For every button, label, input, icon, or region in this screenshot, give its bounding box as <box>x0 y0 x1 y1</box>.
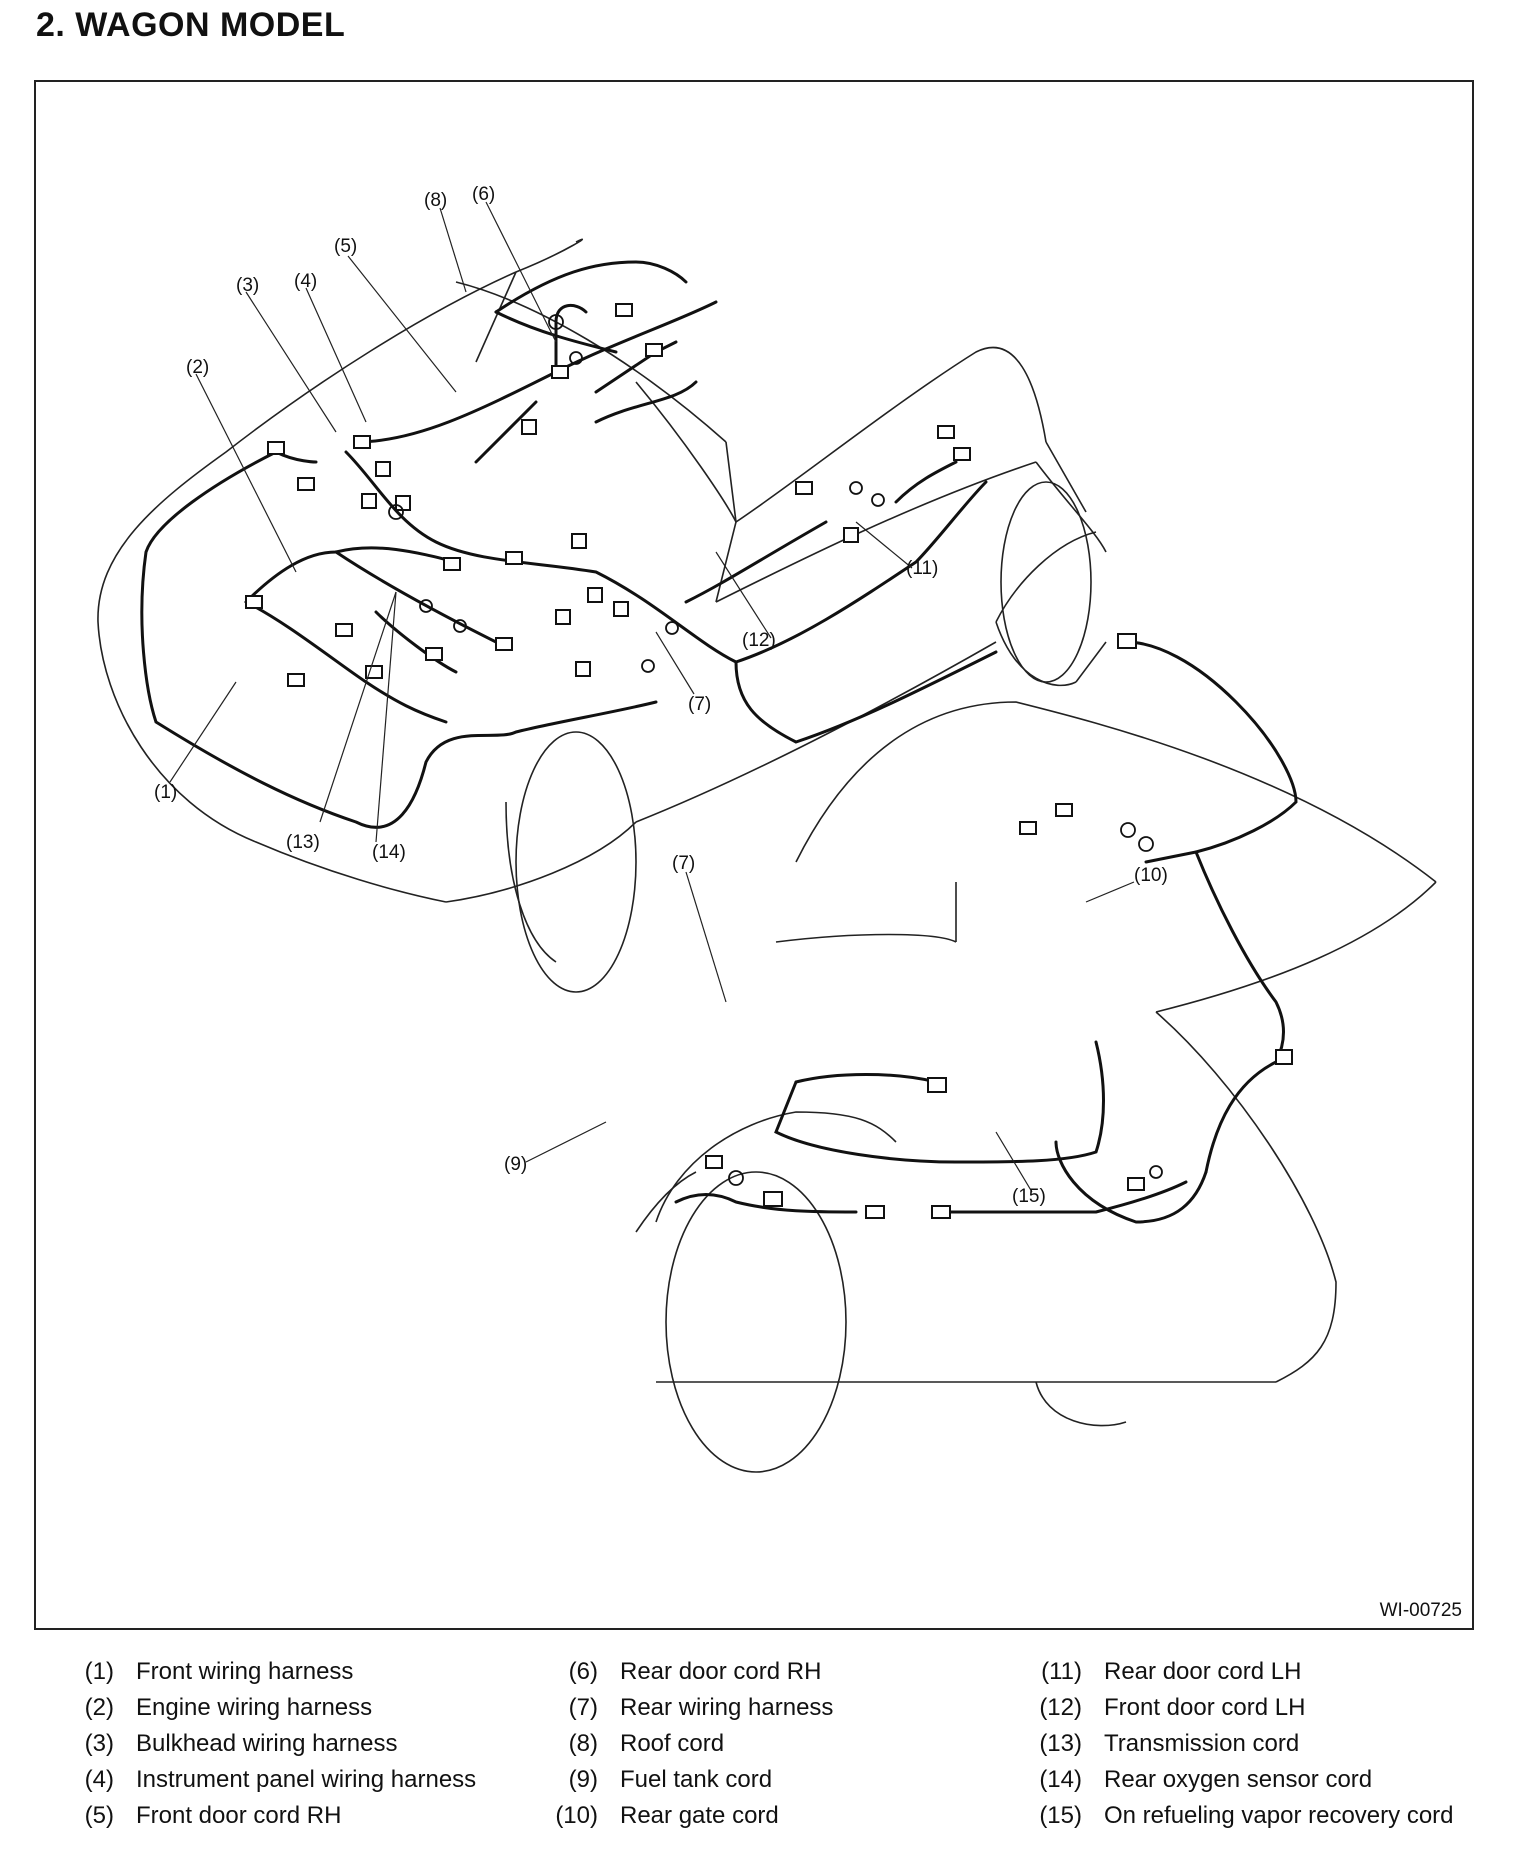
callout-13: (13) <box>286 832 320 853</box>
grommet-loops <box>388 314 1163 1186</box>
legend-item: (10)Rear gate cord <box>555 1802 779 1829</box>
callout-15: (15) <box>1012 1186 1046 1207</box>
callout-6: (6) <box>472 184 496 205</box>
legend: (1)Front wiring harness (2)Engine wiring… <box>56 1658 1476 1848</box>
legend-item: (13)Transmission cord <box>1039 1730 1300 1757</box>
callout-3: (3) <box>236 275 260 296</box>
callout-14: (14) <box>372 842 406 863</box>
legend-item: (5)Front door cord RH <box>84 1802 342 1829</box>
callout-7-lower: (7) <box>672 853 696 874</box>
legend-item: (7)Rear wiring harness <box>568 1694 834 1721</box>
connector-blocks <box>245 303 1293 1219</box>
callout-2: (2) <box>186 357 210 378</box>
callout-1: (1) <box>154 782 178 803</box>
legend-item: (1)Front wiring harness <box>84 1658 354 1685</box>
diagram-frame: (1) (2) (3) (4) (5) (6) (7) (7) (8) (9) … <box>34 80 1474 1630</box>
callout-11: (11) <box>906 558 939 579</box>
legend-item: (6)Rear door cord RH <box>568 1658 822 1685</box>
callout-7-upper: (7) <box>688 694 712 715</box>
legend-item: (14)Rear oxygen sensor cord <box>1039 1766 1373 1793</box>
wiring-diagram <box>97 201 1437 1473</box>
legend-item: (8)Roof cord <box>568 1730 725 1757</box>
legend-item: (9)Fuel tank cord <box>568 1766 773 1793</box>
page-title: 2. WAGON MODEL <box>36 6 346 44</box>
leader-lines <box>169 201 1135 1193</box>
figure-code: WI-00725 <box>1379 1600 1462 1621</box>
wiring-harness-lines <box>140 260 1298 1224</box>
callout-4: (4) <box>294 271 318 292</box>
legend-item: (3)Bulkhead wiring harness <box>84 1730 398 1757</box>
callout-12: (12) <box>742 630 776 651</box>
callout-10: (10) <box>1134 865 1168 886</box>
legend-item: (2)Engine wiring harness <box>84 1694 373 1721</box>
legend-item: (15)On refueling vapor recovery cord <box>1039 1802 1454 1829</box>
vehicle-body-outline <box>97 238 1437 1473</box>
legend-item: (11)Rear door cord LH <box>1041 1658 1302 1685</box>
callout-5: (5) <box>334 236 358 257</box>
legend-item: (12)Front door cord LH <box>1039 1694 1306 1721</box>
callout-9: (9) <box>504 1154 528 1175</box>
callout-8: (8) <box>424 190 448 211</box>
legend-item: (4)Instrument panel wiring harness <box>84 1766 477 1793</box>
